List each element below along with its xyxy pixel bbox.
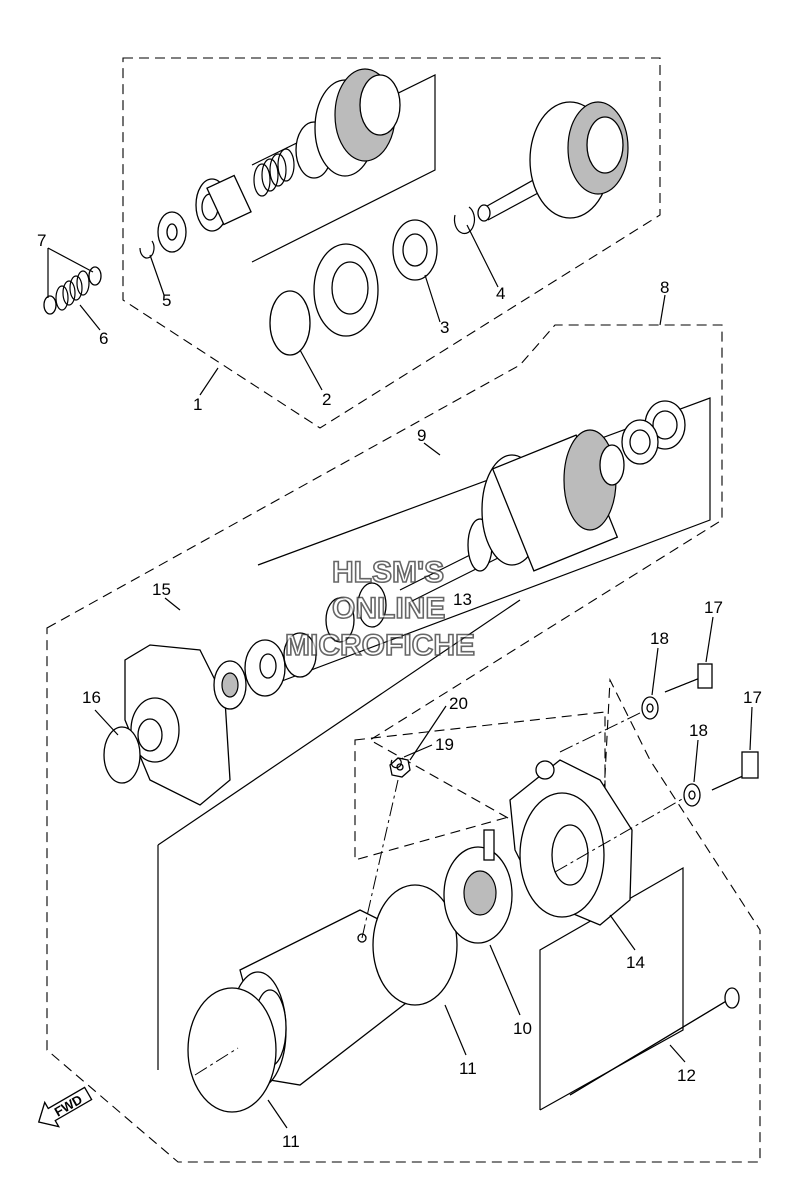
washer-part-18-a (641, 696, 659, 720)
label-part-9: 9 (417, 426, 426, 445)
bearing-retainer-part-3 (392, 219, 438, 281)
label-part-10: 10 (513, 1019, 532, 1038)
label-part-13: 13 (453, 590, 472, 609)
shim-icon-a-hole (652, 410, 678, 440)
leader-box-bolt (539, 866, 684, 1111)
washer-part-13-b (325, 597, 355, 643)
watermark-line-1: HLSM'S (332, 556, 444, 589)
washer-hole-icon (166, 223, 178, 241)
o-ring-part-11-a (372, 884, 458, 1006)
leader-17a (705, 616, 714, 663)
label-part-11-a: 11 (459, 1059, 477, 1078)
leader-17b (749, 706, 753, 751)
leader-2 (299, 349, 323, 391)
leader-9 (423, 442, 441, 456)
leader-6 (79, 304, 101, 331)
leader-19 (403, 744, 433, 758)
circlip-part-4 (453, 206, 476, 235)
axis-line-b (559, 711, 643, 753)
spring-assembly-part-6 (43, 266, 102, 315)
o-ring-part-16 (103, 726, 141, 784)
label-part-3: 3 (440, 318, 449, 337)
label-part-14: 14 (626, 953, 645, 972)
washer-part-13-c (283, 632, 317, 678)
leader-18b (693, 739, 699, 783)
leader-14 (609, 914, 636, 951)
armature-part-9 (399, 429, 625, 603)
leader-8 (659, 294, 666, 326)
label-part-19: 19 (435, 735, 454, 754)
leader-1 (199, 367, 219, 396)
leader-20 (409, 705, 447, 761)
washer-part-18-b (683, 783, 701, 807)
front-cover-part-15 (124, 644, 231, 806)
spring-icon (253, 148, 295, 197)
washer-part-19 (390, 757, 402, 769)
leader-11b (267, 1099, 288, 1129)
bearing-icon (213, 660, 247, 710)
fwd-arrow-icon: FWD (37, 1086, 93, 1128)
label-part-1: 1 (193, 395, 202, 414)
watermark-line-2: ONLINE (332, 592, 445, 625)
label-part-15: 15 (152, 580, 171, 599)
label-part-18-a: 18 (650, 629, 669, 648)
leader-box-housing (157, 599, 521, 846)
label-part-11-b: 11 (282, 1132, 300, 1151)
label-part-18-b: 18 (689, 721, 708, 740)
bolt-part-17-a (664, 663, 713, 693)
label-part-20: 20 (449, 694, 468, 713)
leader-7b (47, 247, 94, 273)
oil-seal-icon (313, 243, 379, 337)
group-8-outline (46, 324, 761, 1163)
label-part-5: 5 (162, 291, 171, 310)
leader-5 (149, 254, 165, 296)
leader-18a (651, 647, 659, 696)
label-part-8: 8 (660, 278, 669, 297)
label-part-17-b: 17 (743, 688, 762, 707)
nut-part-20 (389, 757, 411, 778)
label-part-16: 16 (82, 688, 101, 707)
leader-16 (94, 709, 119, 736)
axis-line-a (361, 779, 399, 939)
brush-holder-part-10 (443, 829, 513, 944)
bolt-part-17-b (711, 751, 759, 791)
planetary-shaft-icon (477, 101, 629, 222)
label-part-4: 4 (496, 284, 505, 303)
watermark: HLSM'S ONLINE MICROFICHE (284, 555, 476, 663)
leader-15 (164, 597, 181, 611)
washer-part-13-a (357, 582, 387, 628)
collar-body-icon (206, 174, 252, 226)
leader-12 (669, 1044, 686, 1063)
leader-box-armature (257, 397, 711, 691)
o-ring-part-11-b (187, 987, 277, 1113)
pinion-clutch-icon (295, 68, 401, 179)
circlip-part-5 (139, 240, 155, 259)
seal-ring-icon (244, 639, 286, 697)
through-bolt-part-12 (569, 987, 740, 1096)
rear-cover-part-14 (509, 759, 633, 926)
leader-10 (489, 944, 521, 1016)
gasket-part-2 (269, 290, 311, 356)
axis-line-d (194, 1047, 239, 1076)
watermark-line-3: MICROFICHE (285, 629, 475, 662)
label-part-12: 12 (677, 1066, 696, 1085)
label-part-17-a: 17 (704, 598, 723, 617)
label-part-7: 7 (37, 231, 46, 250)
leader-4 (466, 224, 499, 288)
shim-icon-b-hole (629, 429, 651, 455)
leader-3 (424, 274, 441, 323)
label-part-2: 2 (322, 390, 331, 409)
label-part-6: 6 (99, 329, 108, 348)
leader-11a (444, 1004, 467, 1056)
